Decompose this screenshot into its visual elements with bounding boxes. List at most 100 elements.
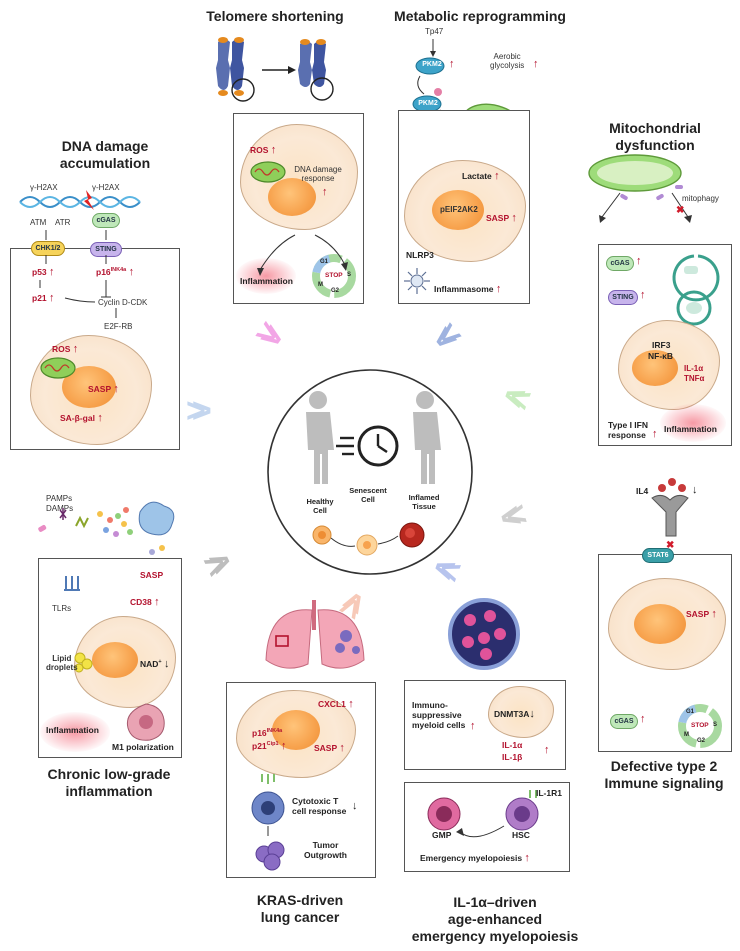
cxcl1-label: CXCL1 ↑	[318, 698, 354, 710]
kras-nucleus	[272, 710, 320, 750]
lactate-label: Lactate ↑	[462, 170, 500, 182]
il1-cell	[488, 686, 554, 738]
chronic-nucleus	[92, 642, 138, 678]
inflamed-tissue-label: Inflamed Tissue	[408, 493, 440, 511]
chevron-dna: >>	[186, 392, 211, 430]
type2-cgas-pill: cGAS	[610, 714, 638, 729]
p16-label: p16INK4a ↑	[96, 266, 135, 278]
svg-text:✖: ✖	[666, 540, 674, 551]
il4-label: IL4	[636, 486, 649, 496]
il1-up: ↑	[544, 744, 550, 756]
type2-cell	[608, 578, 726, 670]
mito-sting-up: ↑	[640, 289, 646, 301]
m1-label: M1 polarization	[112, 742, 174, 752]
cell-cycle-stop-icon	[312, 254, 356, 298]
dna-mito-icon	[40, 357, 76, 379]
chronic-inflammation-glow	[40, 712, 110, 752]
type2-sasp: SASP ↑	[686, 608, 717, 620]
telomere-g1: G1	[320, 259, 329, 265]
m1-macrophage-icon	[126, 703, 165, 741]
type2-s: S	[713, 722, 718, 728]
tlrs-label: TLRs	[52, 604, 72, 613]
mito-cgas-up: ↑	[636, 255, 642, 267]
cyto-t-down: ↓	[352, 800, 358, 812]
telomere-ros: ROS ↑	[250, 144, 277, 156]
pkm2-up: ↑	[449, 58, 455, 70]
type2-cgas-up: ↑	[640, 713, 646, 725]
cyclin-label: Cyclin D-CDK	[98, 298, 148, 307]
mitophagy-icons	[672, 254, 720, 326]
il4-receptor-icon: ✖	[651, 478, 689, 551]
mito-sting-pill: STING	[608, 290, 638, 305]
atr-label: ATR	[55, 218, 71, 227]
cgas-pill: cGAS	[92, 213, 120, 228]
tlr-icon	[64, 576, 80, 591]
metabolic-nucleus	[432, 190, 484, 230]
tp47-label: Tp47	[425, 27, 444, 36]
telomere-title: Telomere shortening	[206, 8, 344, 24]
telomere-m: M	[318, 282, 323, 288]
mito-top-icon: ✖	[588, 154, 692, 223]
type2-g1: G1	[686, 709, 695, 715]
mito-nucleus	[632, 350, 678, 386]
stat6-pill: STAT6	[642, 548, 674, 563]
chronic-sasp: SASP	[140, 570, 164, 580]
type-i-ifn-up: ↑	[652, 428, 658, 440]
tumor-icon	[255, 841, 285, 871]
dna-pathway-arrows	[39, 230, 117, 318]
healthy-cell-label: Healthy Cell	[306, 497, 334, 515]
pkm2-top-pill: PKM2	[422, 61, 442, 68]
mito-inflammation: Inflammation	[664, 424, 717, 434]
il1r1-label: IL-1R1	[536, 788, 562, 798]
il1-il1b: IL-1β	[502, 752, 523, 762]
immuno-up: ↑	[470, 720, 476, 732]
type2-nucleus	[634, 604, 686, 644]
nlrp3-label: NLRP3	[406, 250, 434, 260]
h2ax-left: γ-H2AX	[30, 183, 58, 192]
aerobic-up: ↑	[533, 58, 539, 70]
irf3-label: IRF3	[652, 340, 671, 350]
p53-label: p53 ↑	[32, 266, 55, 278]
chromosome-icon	[216, 37, 334, 102]
gmp-hsc-icons	[427, 790, 539, 838]
metabolic-sasp: SASP ↑	[486, 212, 517, 224]
damps-label: DAMPs	[46, 504, 74, 513]
dnmt-label: DNMT3A↓	[494, 708, 535, 720]
sabgal-label: SA-β-gal ↑	[60, 412, 103, 424]
mito-inflammation-glow	[660, 404, 726, 442]
inflammasome-label: Inflammasome ↑	[434, 283, 502, 295]
chk-pill: CHK1/2	[31, 241, 65, 256]
lung-icon	[265, 600, 365, 669]
nfkb-label: NF-κB	[648, 351, 674, 361]
type2-m: M	[684, 732, 689, 738]
p21-label: p21 ↑	[32, 292, 55, 304]
lipid-droplets-icon	[74, 652, 93, 673]
cd38-label: CD38 ↑	[130, 596, 160, 608]
hsc-label: HSC	[512, 830, 530, 840]
mito-cgas-pill: cGAS	[606, 256, 634, 271]
telomere-nucleus	[268, 178, 316, 216]
dna-helix-icon	[19, 190, 141, 210]
mito-il1a: IL-1α	[684, 364, 704, 373]
dna-ros: ROS ↑	[52, 343, 79, 355]
telomere-g2: G2	[331, 288, 340, 294]
pamps-label: PAMPs	[46, 494, 73, 503]
myeloid-cluster-icon	[448, 598, 520, 670]
svg-text:✖: ✖	[676, 205, 684, 216]
telomere-arrows	[257, 234, 348, 276]
telomere-mito-icon	[250, 161, 286, 183]
mitophagy-label: mitophagy	[682, 194, 719, 203]
chronic-inflammation: Inflammation	[46, 725, 99, 735]
